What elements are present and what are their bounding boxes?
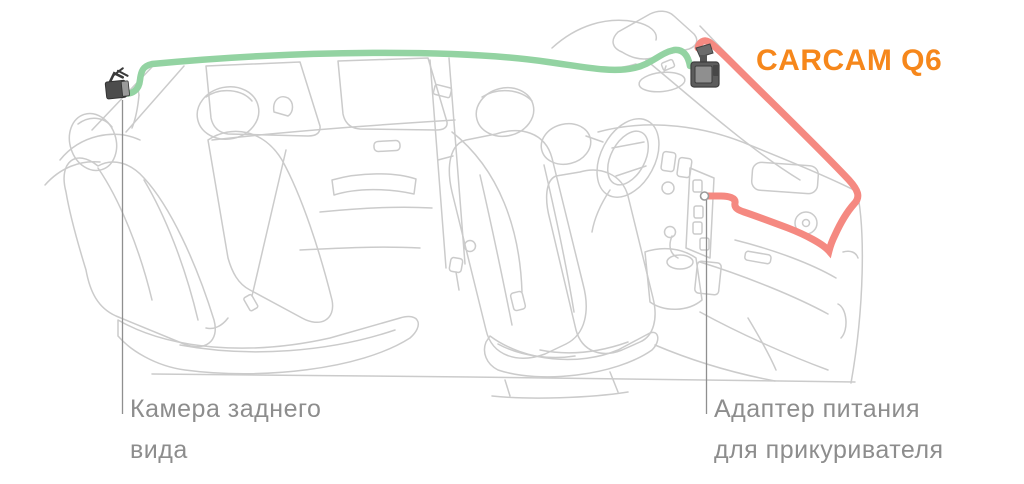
rear-headrest-left-seam <box>77 117 113 128</box>
power-adapter-label-line1: Адаптер питания <box>714 395 921 423</box>
rear-bench-seams <box>97 167 199 321</box>
dashcam-icon <box>690 43 720 88</box>
belt-anchor <box>432 83 453 99</box>
belt-lower-anchor <box>448 256 464 274</box>
gear-boot <box>666 254 694 270</box>
rear-seat-belt <box>251 149 287 297</box>
stack-button-2 <box>693 205 704 219</box>
mirror-stem <box>663 65 667 73</box>
rear-belt-loop <box>272 96 294 117</box>
seat-rails <box>491 371 629 399</box>
rear-camera-label-line2: вида <box>130 436 188 464</box>
belt-lower-strap <box>455 271 460 291</box>
rear-camera-icon <box>104 67 130 100</box>
front-headrest-seam <box>481 89 533 102</box>
seat-recline-knob <box>463 239 477 253</box>
beltline-sill <box>211 119 456 141</box>
roof-cut-edge <box>551 19 658 49</box>
front-cushion-seams <box>497 341 629 359</box>
power-adapter-label-line2: для прикуривателя <box>714 436 944 464</box>
stack-button-4 <box>699 237 710 251</box>
rear-seat-2-back <box>207 130 334 323</box>
rear-bench-cushion <box>117 315 420 375</box>
door-handle <box>373 139 401 153</box>
steering-spokes <box>611 141 647 177</box>
front-headrest <box>475 86 535 138</box>
b-pillar <box>429 57 466 269</box>
front-seatback <box>448 130 587 359</box>
door-armrest <box>331 173 417 196</box>
steering-wheel-rim <box>596 118 660 198</box>
door-panel-seams <box>299 206 433 251</box>
cowl-right-edge <box>850 185 864 384</box>
floor-line <box>151 373 856 383</box>
gear-lever <box>669 235 679 259</box>
rear-camera-label-line1: Камера заднего <box>130 395 322 423</box>
stack-vent-1 <box>660 150 677 173</box>
rear-pillar <box>131 94 140 129</box>
steering-wheel-inner <box>606 130 650 186</box>
rear-camera-label: Камера заднего вида <box>130 389 321 471</box>
front-seat-cushion <box>483 331 659 378</box>
stack-button-1 <box>692 179 703 193</box>
footwell-line <box>747 317 777 371</box>
car-interior-line-art <box>44 10 864 399</box>
visor-clip <box>660 58 676 72</box>
cowl-detail <box>837 250 859 339</box>
rear-headrest-left <box>68 112 118 172</box>
steering-column <box>585 135 611 233</box>
gear-console <box>644 247 703 310</box>
windshield-line <box>645 59 801 181</box>
parcel-shelf <box>44 133 141 186</box>
stack-knob <box>661 181 675 195</box>
rear-belt-buckle <box>243 293 259 312</box>
gear-knob <box>663 225 677 239</box>
rear-camera-cable <box>120 46 694 97</box>
rear-door-window <box>205 61 321 137</box>
rear-bench-cushion-seam <box>179 329 396 353</box>
rear-headrest-mid <box>196 86 260 140</box>
dashboard-top <box>597 124 855 191</box>
stack-button-3 <box>692 221 703 235</box>
power-cable <box>694 37 862 259</box>
dash-vent <box>744 250 772 265</box>
rear-belt-latch <box>205 317 229 330</box>
brand-title: CARCAM Q6 <box>756 44 943 77</box>
tunnel-lines <box>654 311 829 382</box>
power-adapter-label: Адаптер питания для прикуривателя <box>714 389 944 471</box>
rear-bench-seatback <box>63 157 217 348</box>
center-stack-panel <box>685 167 715 259</box>
speaker-grille-inner <box>801 218 811 228</box>
sun-visor <box>612 10 698 60</box>
front-seatbelt <box>451 131 523 293</box>
lighter-socket <box>699 191 710 201</box>
rear-headrest-mid-seam <box>205 89 253 102</box>
belt-buckle <box>509 290 527 312</box>
instrument-binnacle <box>750 161 820 195</box>
glovebox-lines <box>699 239 837 315</box>
driver-seatback <box>545 169 656 355</box>
